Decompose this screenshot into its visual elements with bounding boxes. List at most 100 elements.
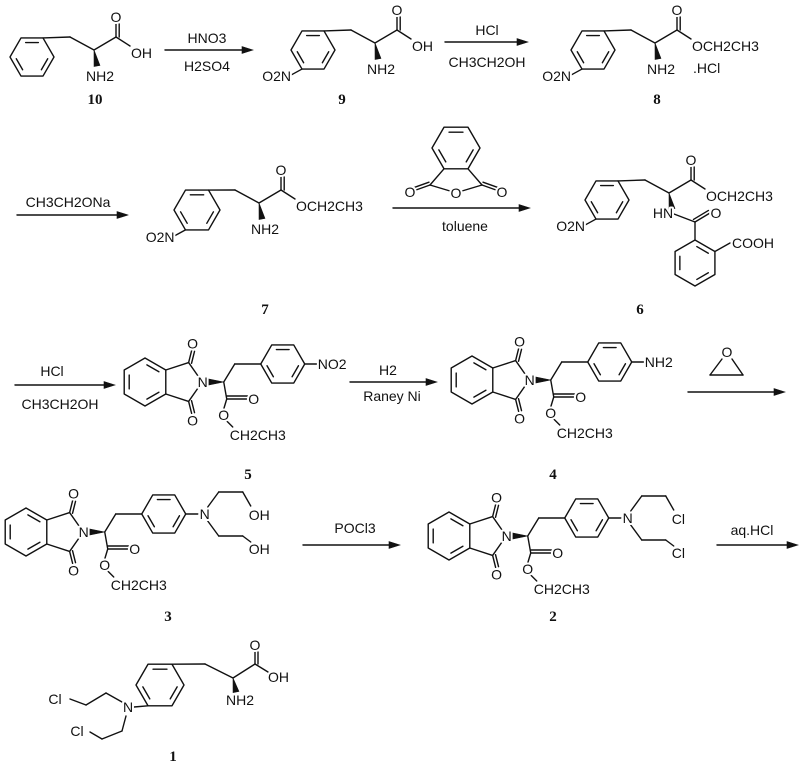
aromatic-inner-bond — [146, 391, 160, 400]
bond — [107, 570, 115, 578]
bond — [527, 552, 532, 564]
bond — [550, 396, 555, 408]
aromatic-inner-bond — [266, 365, 275, 378]
benzene-ring — [260, 344, 306, 384]
wedge-bond — [668, 192, 676, 210]
benzene-ring — [431, 126, 481, 170]
aromatic-inner-bond — [570, 519, 579, 532]
bond — [89, 731, 103, 740]
amine-nitrogen-label: N — [623, 510, 633, 526]
bond — [630, 29, 656, 44]
bond — [676, 29, 692, 40]
aromatic-inner-bond — [291, 365, 300, 378]
benzene-ring — [427, 511, 471, 561]
compound-number-1: 1 — [169, 749, 177, 764]
bond — [514, 347, 520, 362]
bond — [104, 548, 109, 560]
bond — [323, 29, 352, 32]
bond — [553, 418, 561, 426]
ester-oxygen-label: O — [218, 407, 229, 423]
benzene-ring — [450, 355, 494, 405]
bond — [234, 189, 260, 204]
wedge-bond — [258, 202, 266, 220]
aromatic-inner-bond — [169, 686, 178, 700]
reagent-label: H2 — [379, 362, 397, 378]
hydroxyl-label: OH — [249, 541, 270, 557]
bond — [207, 491, 220, 508]
amine-nitrogen-label: N — [200, 506, 210, 522]
double-bond-line — [494, 553, 500, 568]
hydrochloride-salt-label: .HCl — [693, 60, 720, 76]
bond — [429, 168, 445, 186]
imide-nitrogen-label: N — [79, 524, 89, 540]
compound-number-4: 4 — [549, 467, 557, 483]
arrow-head — [103, 381, 116, 389]
aromatic-inner-bond — [142, 686, 151, 700]
carboxyl-label: COOH — [732, 235, 774, 251]
aromatic-inner-bond — [696, 245, 710, 254]
chloro-label: Cl — [672, 545, 685, 561]
aromatic-inner-bond — [593, 363, 602, 376]
bond — [665, 539, 675, 547]
bond — [69, 36, 95, 51]
amine-label: NH2 — [645, 354, 673, 370]
aromatic-inner-bond — [473, 362, 487, 371]
aromatic-inner-bond — [172, 515, 181, 528]
double-bond-line — [494, 504, 500, 519]
arrow-head — [241, 46, 254, 54]
ethyl-label: CH2CH3 — [534, 581, 590, 597]
carbonyl-oxygen-label: O — [111, 9, 122, 25]
bond — [673, 213, 696, 223]
epoxide-oxygen-label: O — [722, 344, 733, 360]
imide-oxygen-label: O — [491, 490, 502, 506]
wedge-bond — [89, 528, 105, 536]
benzene-ring — [570, 30, 616, 70]
bond — [187, 400, 193, 415]
aromatic-inner-bond — [321, 51, 330, 64]
bond — [165, 361, 190, 371]
bond — [173, 229, 187, 237]
imide-nitrogen-label: N — [198, 374, 208, 390]
bond — [584, 218, 597, 226]
carbonyl-oxygen-label: O — [392, 2, 403, 18]
reagent-label: CH3CH2OH — [448, 54, 525, 70]
nitro-label: O2N — [556, 218, 585, 234]
bond — [242, 535, 252, 543]
bond — [396, 29, 412, 40]
bond — [350, 29, 376, 44]
aromatic-inner-bond — [615, 201, 624, 214]
imide-oxygen-label: O — [68, 486, 79, 502]
benzene-ring — [564, 498, 610, 538]
amide-oxygen-label: O — [711, 205, 722, 221]
reagent-label: HNO3 — [188, 30, 227, 46]
wedge-bond — [535, 376, 551, 384]
reagent-label: POCl3 — [334, 520, 375, 536]
bond — [481, 184, 497, 191]
benzene-ring — [4, 507, 48, 557]
bond — [694, 212, 711, 223]
aromatic-inner-bond — [179, 211, 188, 225]
wedge-bond — [93, 49, 101, 67]
double-bond-line — [71, 500, 77, 515]
benzene-ring — [587, 342, 633, 382]
reagent-label: toluene — [442, 218, 488, 234]
imide-oxygen-label: O — [68, 562, 79, 578]
bond — [68, 499, 74, 514]
ester-carbonyl-oxygen-label: O — [129, 541, 140, 557]
amine-label: NH2 — [86, 68, 114, 84]
bond — [187, 386, 200, 403]
bond — [429, 184, 451, 192]
carbonyl-oxygen-label: O — [276, 162, 287, 178]
bond — [68, 550, 74, 565]
bond — [617, 179, 646, 182]
bond — [491, 503, 497, 518]
ester-carbonyl-oxygen-label: O — [575, 389, 586, 405]
imide-oxygen-label: O — [491, 566, 502, 582]
arrow-head — [116, 211, 129, 219]
ethoxy-label: OCH2CH3 — [706, 188, 773, 204]
benzene-ring — [141, 494, 187, 534]
ethyl-label: CH2CH3 — [557, 425, 613, 441]
benzene-ring — [290, 30, 336, 70]
bond — [530, 574, 538, 582]
benzene-ring — [123, 357, 167, 407]
